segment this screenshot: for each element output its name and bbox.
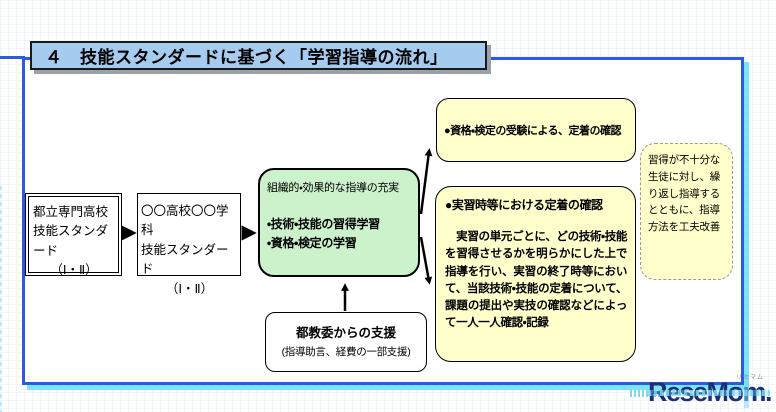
school-standard-line3: （Ⅰ・Ⅱ） bbox=[165, 281, 214, 296]
resemom-logo: ReseMom. リセマム bbox=[648, 374, 776, 410]
improvement-text: 習得が不十分な生徒に対し、繰り返し指導するとともに、指導方法を工夫改善 bbox=[648, 154, 721, 234]
section-title: ４ 技能スタンダードに基づく「学習指導の流れ」 bbox=[45, 48, 448, 67]
guidance-title: 組織的・効果的な指導の充実 bbox=[267, 182, 399, 194]
school-standard-line2: 技能スタンダード bbox=[141, 242, 229, 277]
guidance-bullet-2: ・資格・検定の学習 bbox=[267, 236, 357, 251]
guidance-box: 組織的・効果的な指導の充実 ・技術・技能の習得学習 ・資格・検定の学習 bbox=[258, 168, 420, 277]
support-box: 都教委からの支援 (指導助言、経費の一部支援) bbox=[265, 312, 427, 372]
practice-check-heading: ●実習時等における定着の確認 bbox=[445, 198, 603, 212]
support-line1: 都教委からの支援 bbox=[295, 326, 396, 340]
improvement-callout-box: 習得が不十分な生徒に対し、繰り返し指導するとともに、指導方法を工夫改善 bbox=[640, 143, 733, 280]
practice-check-box: ●実習時等における定着の確認 実習の単元ごとに、どの技術・技能を習得させるかを明… bbox=[435, 186, 636, 362]
metro-standard-line3: （Ⅰ・Ⅱ） bbox=[50, 263, 98, 278]
practice-check-body: 実習の単元ごとに、どの技術・技能を習得させるかを明らかにした上で指導を行い、実習… bbox=[445, 231, 627, 330]
logo-horizontal-stripe bbox=[648, 390, 770, 396]
metro-standard-line1: 都立専門高校 bbox=[33, 205, 109, 219]
school-standard-box: 〇〇高校〇〇学科 技能スタンダード （Ⅰ・Ⅱ） bbox=[137, 193, 241, 296]
resemom-logo-ruby: リセマム bbox=[736, 375, 765, 381]
section-title-bar: ４ 技能スタンダードに基づく「学習指導の流れ」 bbox=[30, 41, 487, 70]
frame-top-border-stub bbox=[0, 56, 25, 59]
guidance-bullet-1: ・技術・技能の習得学習 bbox=[267, 217, 380, 231]
page-edge-grid-dashes bbox=[0, 186, 2, 412]
school-standard-line1: 〇〇高校〇〇学科 bbox=[141, 204, 229, 238]
exam-check-box: ●資格・検定の受験による、定着の確認 bbox=[436, 98, 636, 162]
metro-standard-line2: 技能スタンダード bbox=[33, 224, 109, 258]
metro-standard-box: 都立専門高校 技能スタンダード （Ⅰ・Ⅱ） bbox=[25, 193, 122, 277]
support-line2: (指導助言、経費の一部支援) bbox=[281, 346, 411, 358]
exam-check-text: ●資格・検定の受験による、定着の確認 bbox=[444, 125, 622, 137]
